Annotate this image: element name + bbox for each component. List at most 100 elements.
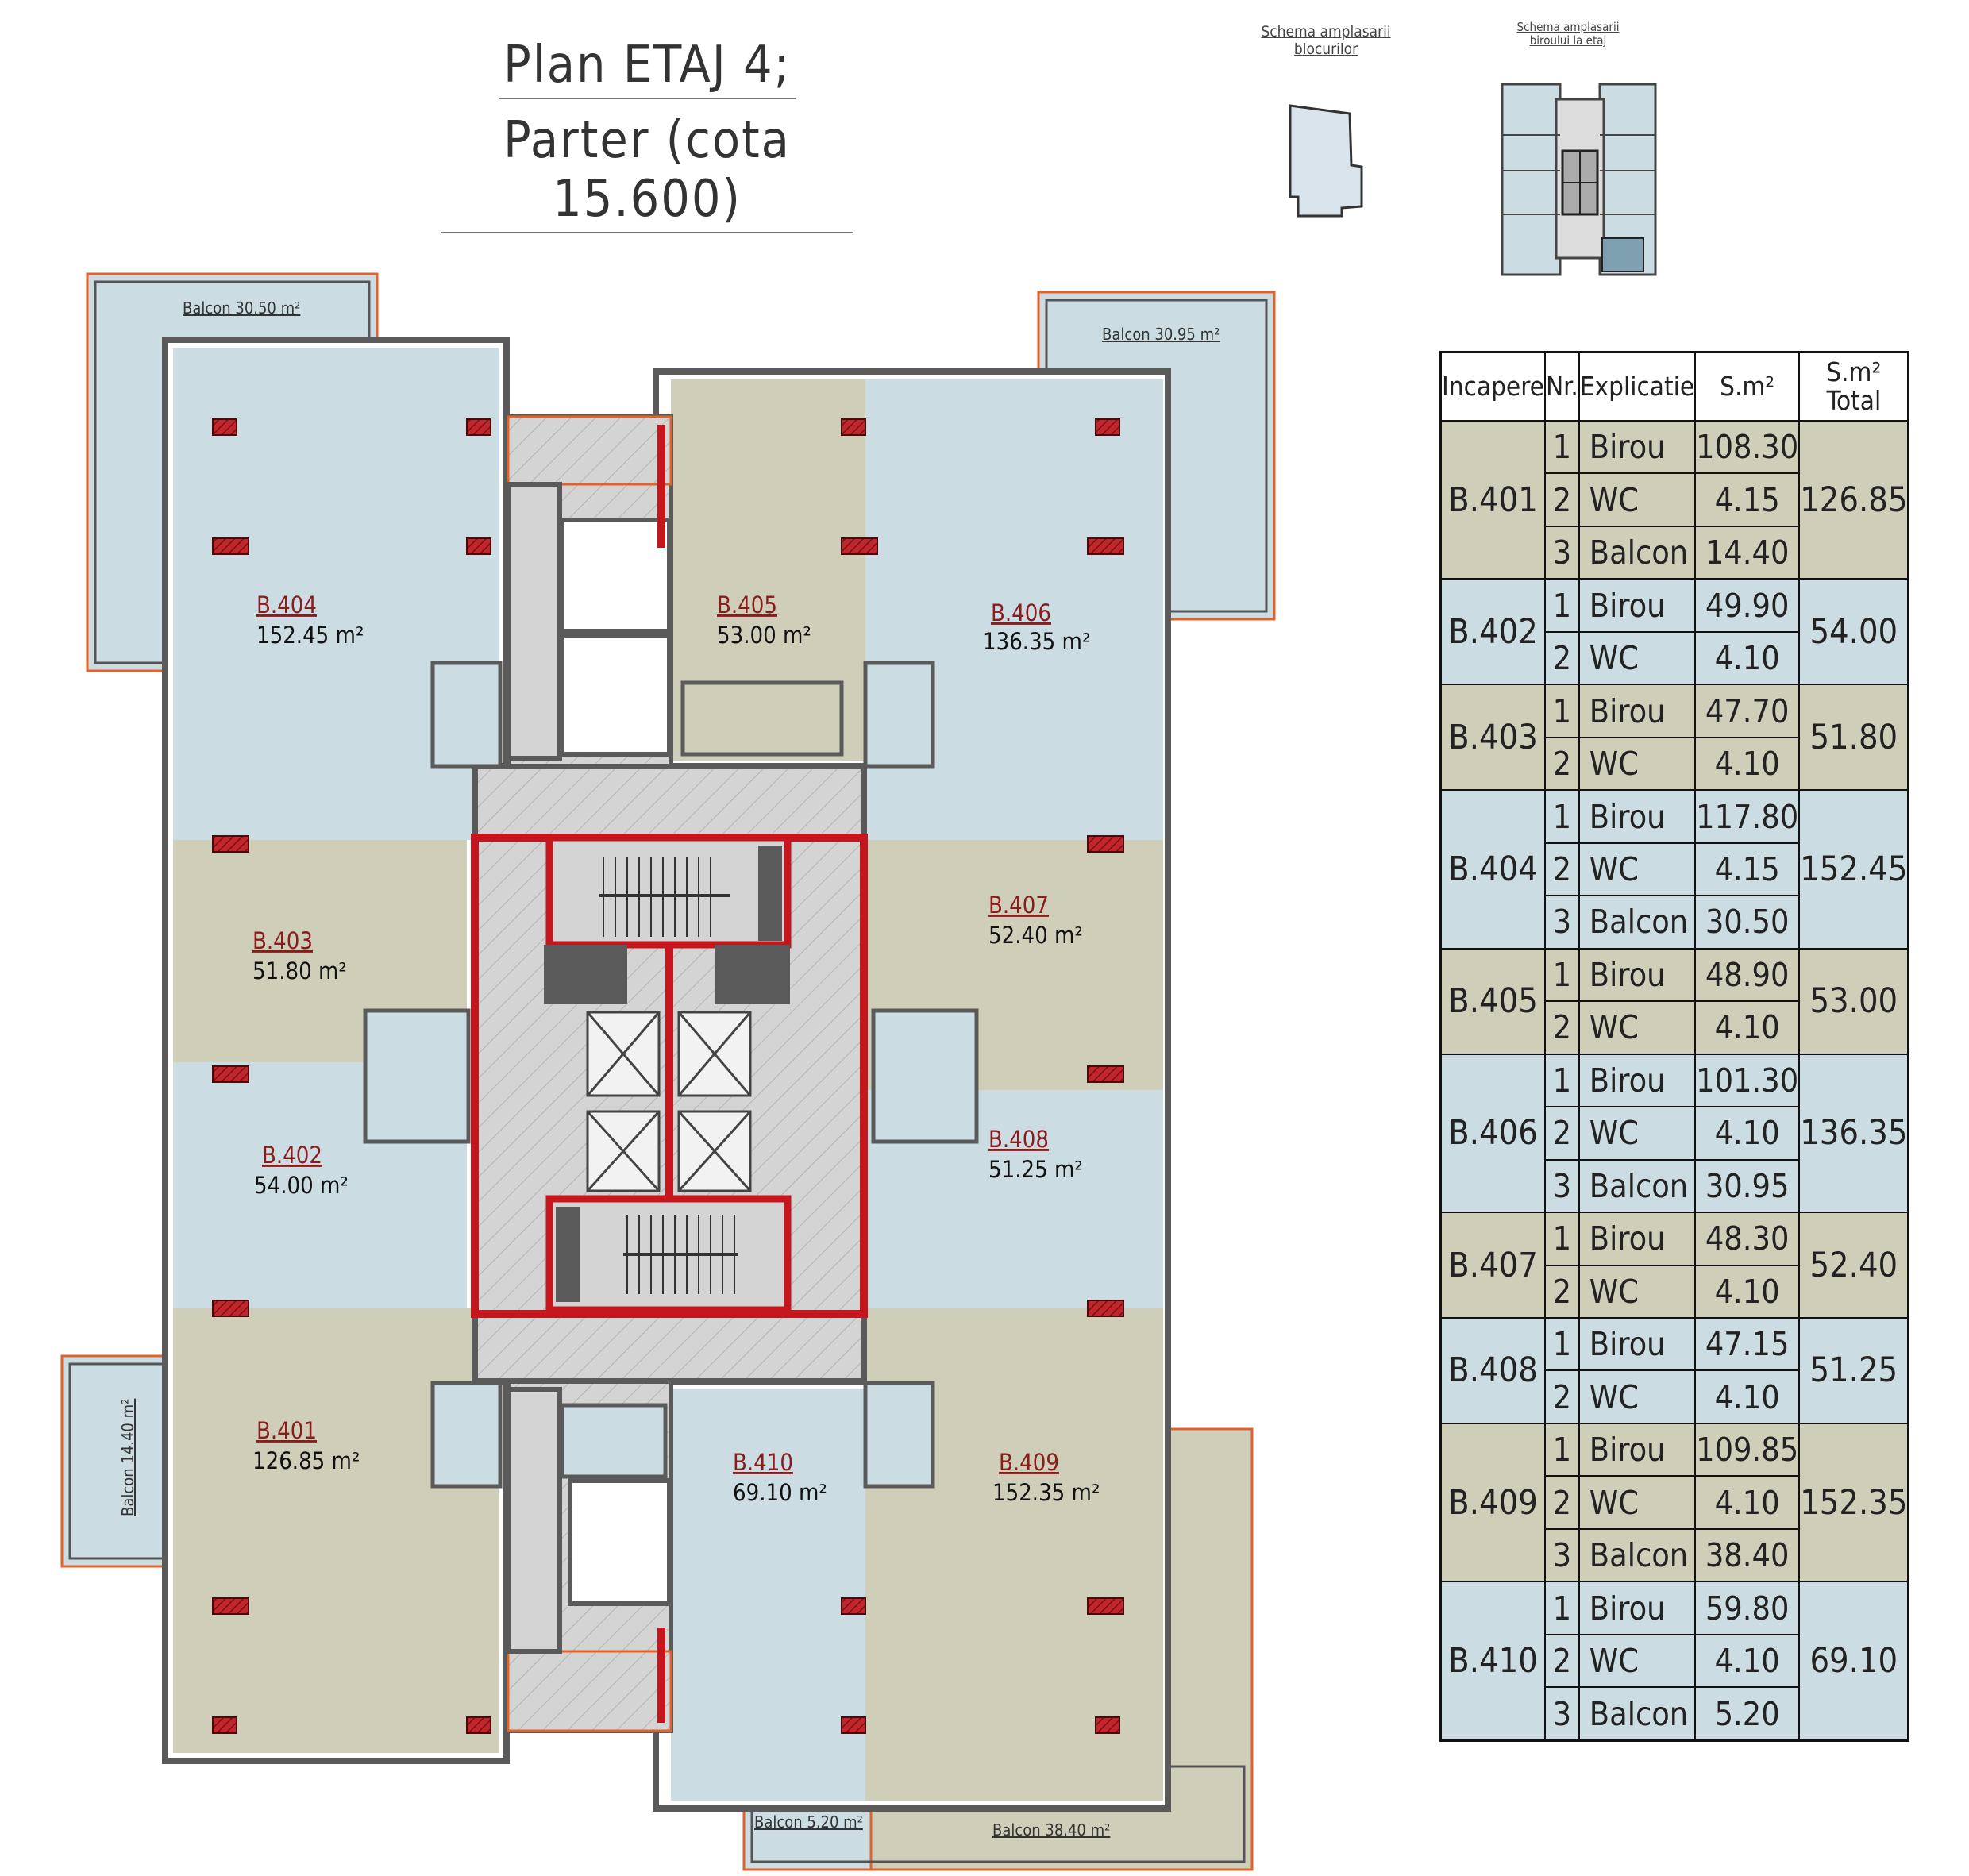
table-cell-explicatie: WC bbox=[1578, 736, 1697, 792]
table-cell-area: 4.10 bbox=[1694, 1369, 1801, 1424]
table-cell-area: 30.50 bbox=[1694, 895, 1801, 950]
table-cell-area: 59.80 bbox=[1694, 1581, 1801, 1635]
room-b410-floor bbox=[671, 1389, 865, 1801]
table-cell-explicatie: Balcon bbox=[1578, 525, 1697, 580]
header-incapere: Incapere bbox=[1439, 351, 1546, 422]
header-nr: Nr. bbox=[1543, 351, 1580, 422]
table-cell-total: 53.00 bbox=[1798, 947, 1909, 1055]
table-cell-explicatie: WC bbox=[1578, 1000, 1697, 1055]
balcony-label-409: Balcon 38.40 m² bbox=[992, 1820, 1110, 1839]
table-cell-area: 47.15 bbox=[1694, 1316, 1801, 1372]
table-cell-nr: 1 bbox=[1543, 947, 1580, 1003]
balcony-labels: Balcon 30.50 m² Balcon 30.95 m² Balcon 1… bbox=[118, 299, 1220, 1839]
room-area-b410: 69.10 m² bbox=[733, 1479, 827, 1506]
table-cell-explicatie: WC bbox=[1578, 1369, 1697, 1424]
structural-columns bbox=[212, 418, 1124, 1734]
table-cell-explicatie: Birou bbox=[1578, 578, 1697, 633]
table-cell-nr: 3 bbox=[1543, 1158, 1580, 1214]
table-cell-nr: 2 bbox=[1543, 630, 1580, 686]
table-cell-explicatie: Balcon bbox=[1578, 895, 1697, 950]
table-cell-total: 54.00 bbox=[1798, 578, 1909, 686]
table-cell-nr: 2 bbox=[1543, 1475, 1580, 1530]
table-cell-explicatie: Birou bbox=[1578, 947, 1697, 1003]
table-cell-nr: 1 bbox=[1543, 419, 1580, 475]
area-schedule-table: Incapere Nr. Explicatie S.m² S.m² Total … bbox=[1439, 351, 1910, 1742]
table-cell-area: 30.95 bbox=[1694, 1158, 1801, 1214]
table-cell-nr: 2 bbox=[1543, 736, 1580, 792]
table-cell-explicatie: WC bbox=[1578, 472, 1697, 527]
header-suprafata: S.m² bbox=[1694, 351, 1801, 422]
room-area-b404: 152.45 m² bbox=[256, 622, 364, 649]
room-labels: B.404 152.45 m² B.405 53.00 m² B.406 136… bbox=[252, 591, 1100, 1506]
room-area-b407: 52.40 m² bbox=[988, 922, 1083, 949]
header-explicatie: Explicatie bbox=[1578, 351, 1697, 422]
balcony-label-410: Balcon 5.20 m² bbox=[754, 1812, 863, 1832]
table-cell-nr: 1 bbox=[1543, 1581, 1580, 1635]
table-cell-area: 49.90 bbox=[1694, 578, 1801, 633]
room-area-b405: 53.00 m² bbox=[717, 622, 811, 649]
table-cell-explicatie: WC bbox=[1578, 1475, 1697, 1530]
room-label-b409: B.409 bbox=[999, 1449, 1059, 1476]
schema-office-diagram bbox=[1501, 83, 1657, 276]
table-cell-explicatie: WC bbox=[1578, 842, 1697, 897]
table-cell-explicatie: Birou bbox=[1578, 1581, 1697, 1635]
table-cell-total: 69.10 bbox=[1798, 1581, 1909, 1742]
table-cell-nr: 1 bbox=[1543, 789, 1580, 844]
table-cell-room: B.410 bbox=[1439, 1581, 1546, 1742]
table-cell-nr: 3 bbox=[1543, 525, 1580, 580]
table-cell-total: 136.35 bbox=[1798, 1053, 1909, 1214]
table-cell-explicatie: Balcon bbox=[1578, 1158, 1697, 1214]
plan-title-line2: Parter (cota 15.600) bbox=[441, 111, 853, 233]
room-area-b409: 152.35 m² bbox=[992, 1479, 1100, 1506]
table-cell-nr: 1 bbox=[1543, 1212, 1580, 1266]
stair-cores bbox=[544, 834, 792, 1314]
room-label-b404: B.404 bbox=[256, 591, 317, 618]
room-label-b408: B.408 bbox=[988, 1126, 1049, 1153]
table-cell-room: B.404 bbox=[1439, 789, 1546, 950]
table-cell-room: B.401 bbox=[1439, 419, 1546, 580]
wc-blocks bbox=[363, 661, 979, 1489]
room-area-b403: 51.80 m² bbox=[252, 957, 347, 984]
table-cell-nr: 1 bbox=[1543, 684, 1580, 738]
room-area-b401: 126.85 m² bbox=[252, 1447, 360, 1474]
room-area-b402: 54.00 m² bbox=[254, 1172, 349, 1199]
table-cell-area: 5.20 bbox=[1694, 1686, 1801, 1742]
room-label-b407: B.407 bbox=[988, 892, 1049, 919]
table-cell-area: 109.85 bbox=[1694, 1422, 1801, 1477]
table-cell-room: B.407 bbox=[1439, 1212, 1546, 1319]
schema-blocks-diagram bbox=[1289, 104, 1363, 218]
room-label-b403: B.403 bbox=[252, 927, 313, 954]
table-cell-explicatie: Birou bbox=[1578, 1212, 1697, 1266]
table-cell-total: 51.80 bbox=[1798, 684, 1909, 792]
table-cell-total: 126.85 bbox=[1798, 419, 1909, 580]
table-cell-area: 48.30 bbox=[1694, 1212, 1801, 1266]
elevators bbox=[586, 1011, 752, 1192]
table-cell-area: 4.10 bbox=[1694, 1264, 1801, 1319]
table-cell-nr: 2 bbox=[1543, 842, 1580, 897]
table-cell-nr: 2 bbox=[1543, 1000, 1580, 1055]
table-cell-nr: 2 bbox=[1543, 1106, 1580, 1161]
balcony-label-406: Balcon 30.95 m² bbox=[1102, 325, 1220, 344]
table-cell-room: B.403 bbox=[1439, 684, 1546, 792]
table-cell-explicatie: Balcon bbox=[1578, 1686, 1697, 1742]
table-cell-area: 48.90 bbox=[1694, 947, 1801, 1003]
room-label-b410: B.410 bbox=[733, 1449, 793, 1476]
table-cell-nr: 1 bbox=[1543, 578, 1580, 633]
table-cell-nr: 3 bbox=[1543, 1686, 1580, 1742]
room-b401-floor bbox=[173, 1308, 499, 1753]
table-cell-explicatie: WC bbox=[1578, 1106, 1697, 1161]
